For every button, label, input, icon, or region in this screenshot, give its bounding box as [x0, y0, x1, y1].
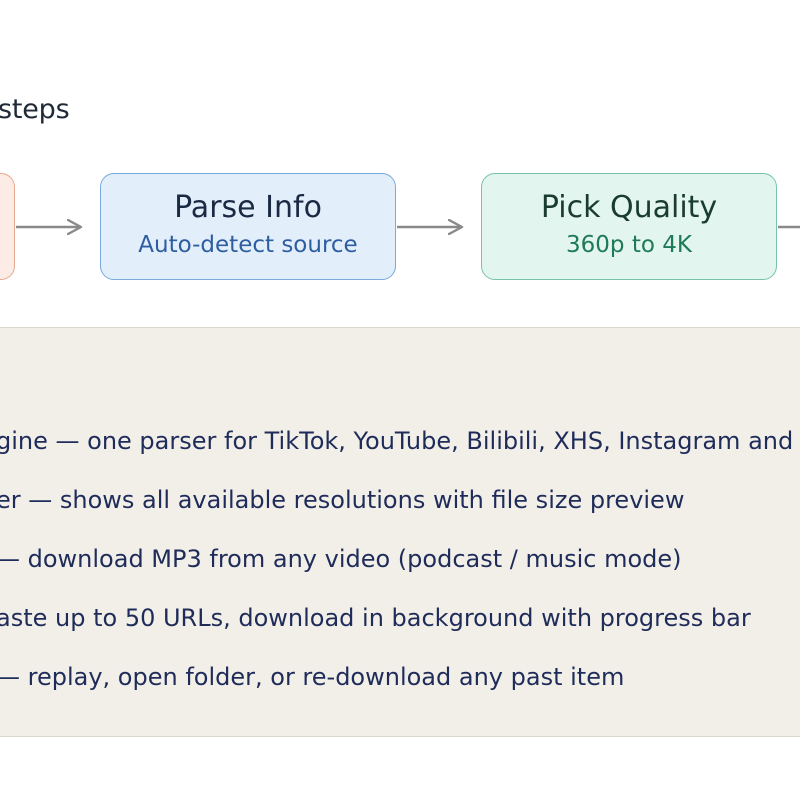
- step-title: Pick Quality: [540, 190, 718, 225]
- feature-item-batch: aste up to 50 URLs, download in backgrou…: [0, 604, 751, 632]
- step-title: Parse Info: [174, 190, 322, 225]
- step-box-parse-info: Parse Info Auto-detect source: [100, 173, 396, 280]
- feature-item-audio: — download MP3 from any video (podcast /…: [0, 545, 682, 573]
- feature-item-parser: gine — one parser for TikTok, YouTube, B…: [0, 427, 800, 455]
- step-box-download: [0, 173, 15, 280]
- section-title: steps: [0, 94, 70, 125]
- step-subtitle: Auto-detect source: [138, 232, 358, 258]
- step-box-pick-quality: Pick Quality 360p to 4K: [481, 173, 777, 280]
- feature-item-quality: er — shows all available resolutions wit…: [0, 486, 685, 514]
- features-panel: gine — one parser for TikTok, YouTube, B…: [0, 327, 800, 737]
- step-subtitle: 360p to 4K: [566, 232, 692, 258]
- feature-item-history: — replay, open folder, or re-download an…: [0, 663, 625, 691]
- flow-connectors: [16, 0, 800, 330]
